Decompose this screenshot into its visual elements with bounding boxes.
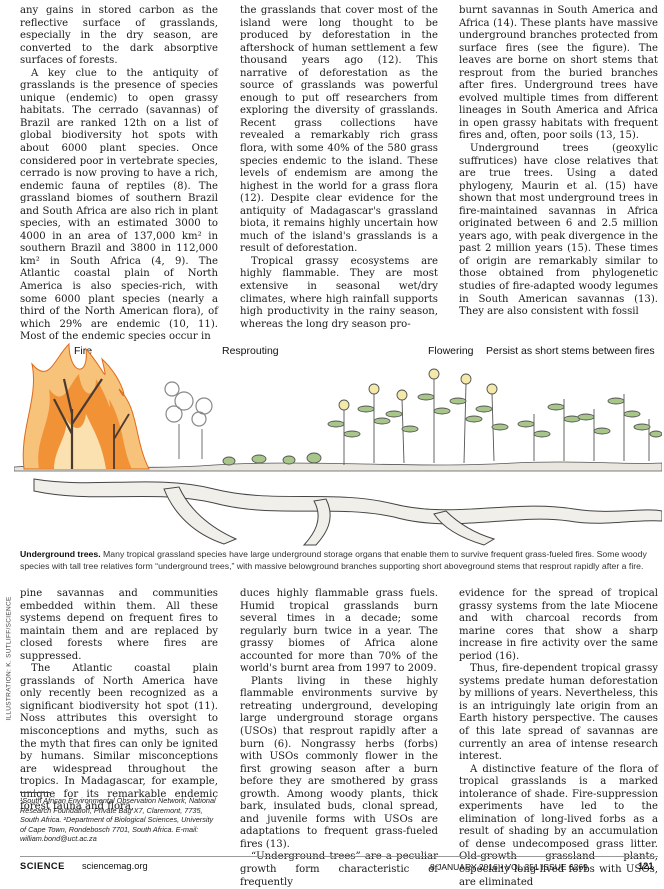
- paragraph: Tropical grassy ecosystems are highly fl…: [240, 255, 438, 330]
- resprouting-shoots: [222, 452, 322, 466]
- column-2-bottom: duces highly flammable grass fuels. Humi…: [240, 588, 438, 889]
- figure-label-persist: Persist as short stems between fires: [486, 345, 655, 357]
- paragraph: any gains in stored carbon as the reflec…: [20, 5, 218, 67]
- paragraph: evidence for the spread of tropical gras…: [459, 588, 658, 662]
- paragraph: Thus, fire-dependent tropical grassy sys…: [459, 663, 658, 763]
- paragraph: burnt savannas in South America and Afri…: [459, 5, 658, 142]
- footnote-rule: [20, 792, 50, 793]
- paragraph: the grasslands that cover most of the is…: [240, 5, 438, 255]
- fire-flames: [22, 342, 150, 470]
- journal-name: SCIENCE: [20, 861, 65, 871]
- caption-title: Underground trees.: [20, 549, 101, 559]
- issue-info: 8 JANUARY 2016 • VOL 351 ISSUE 6269: [430, 862, 588, 872]
- paragraph: A key clue to the antiquity of grassland…: [20, 67, 218, 343]
- underground-branches: [33, 478, 662, 546]
- smoke-plumes: [164, 381, 213, 459]
- paragraph: “Underground trees” are a peculiar growt…: [240, 851, 438, 888]
- figure-label-flowering: Flowering: [428, 345, 474, 357]
- journal-site: sciencemag.org: [82, 861, 148, 871]
- footer-rule: [20, 856, 658, 857]
- figure-label-resprouting: Resprouting: [222, 345, 279, 357]
- column-3-bottom: evidence for the spread of tropical gras…: [459, 588, 658, 889]
- short-stems: [517, 394, 662, 461]
- paragraph: Plants living in these highly flammable …: [240, 675, 438, 850]
- figure-caption: Underground trees. Many tropical grassla…: [20, 548, 658, 572]
- author-footnote: ¹South African Environmental Observation…: [20, 796, 216, 844]
- caption-text: Many tropical grassland species have lar…: [20, 549, 647, 571]
- column-1-top: any gains in stored carbon as the reflec…: [20, 5, 218, 344]
- column-3-top: burnt savannas in South America and Afri…: [459, 5, 658, 319]
- column-2-top: the grasslands that cover most of the is…: [240, 5, 438, 331]
- paragraph: The Atlantic coastal plain grasslands of…: [20, 663, 218, 813]
- column-1-bottom: pine savannas and communities embedded w…: [20, 588, 218, 814]
- paragraph: Underground trees (geoxylic suffrutices)…: [459, 143, 658, 318]
- flowering-plants: [327, 368, 509, 465]
- underground-trees-illustration: [14, 342, 662, 546]
- paragraph: duces highly flammable grass fuels. Humi…: [240, 588, 438, 675]
- page-number: 121: [638, 861, 654, 871]
- illustration-credit: ILLUSTRATION: K. SUTLIFF/SCIENCE: [5, 596, 13, 721]
- paragraph: pine savannas and communities embedded w…: [20, 588, 218, 662]
